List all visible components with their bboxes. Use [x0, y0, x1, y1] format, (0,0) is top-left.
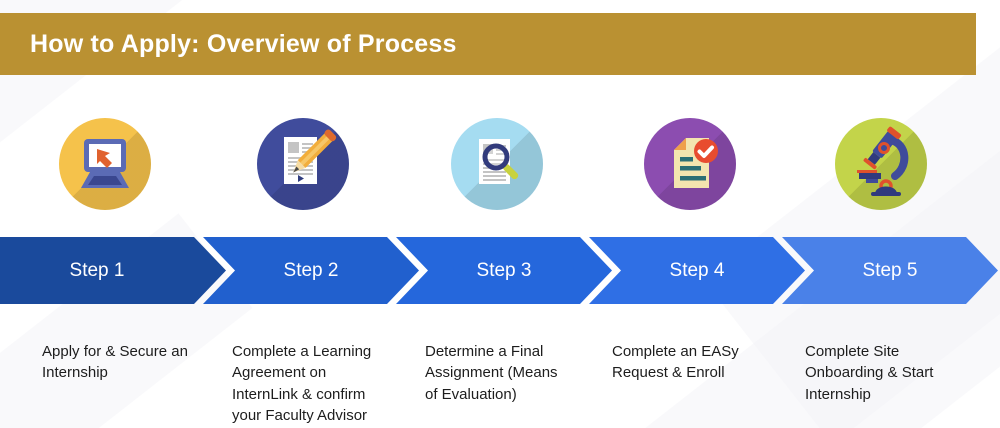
step-1-description: Apply for & Secure an Internship: [42, 343, 188, 382]
title-bar: How to Apply: Overview of Process: [0, 13, 976, 75]
step-2-description: Complete a Learning Agreement on InternL…: [232, 343, 372, 424]
laptop-cursor-icon: [59, 118, 151, 210]
step-3-arrow: Step 3: [396, 237, 612, 304]
step-5-arrow: Step 5: [782, 237, 998, 304]
step-4-label: Step 4: [669, 259, 725, 281]
step-2-arrow: Step 2: [203, 237, 419, 304]
step-4-arrow: Step 4: [589, 237, 805, 304]
step-5-description: Complete Site Onboarding & Start Interns…: [805, 343, 934, 403]
step-3-label: Step 3: [476, 259, 532, 281]
step-2-label: Step 2: [283, 259, 339, 281]
step-1-arrow: Step 1: [0, 237, 226, 304]
step-3-description: Determine a Final Assignment (Means of E…: [425, 343, 558, 403]
document-check-icon: [644, 118, 736, 210]
step-1-label: Step 1: [69, 259, 125, 281]
document-magnifier-icon: [451, 118, 543, 210]
step-5-label: Step 5: [862, 259, 918, 281]
process-arrow-band: Step 1 Step 2 Step 3 Step 4 Step 5: [0, 237, 1000, 304]
document-pencil-icon: [257, 118, 349, 210]
page-title: How to Apply: Overview of Process: [30, 29, 457, 58]
step-4-description: Complete an EASy Request & Enroll: [612, 343, 739, 382]
microscope-icon: [835, 118, 927, 210]
